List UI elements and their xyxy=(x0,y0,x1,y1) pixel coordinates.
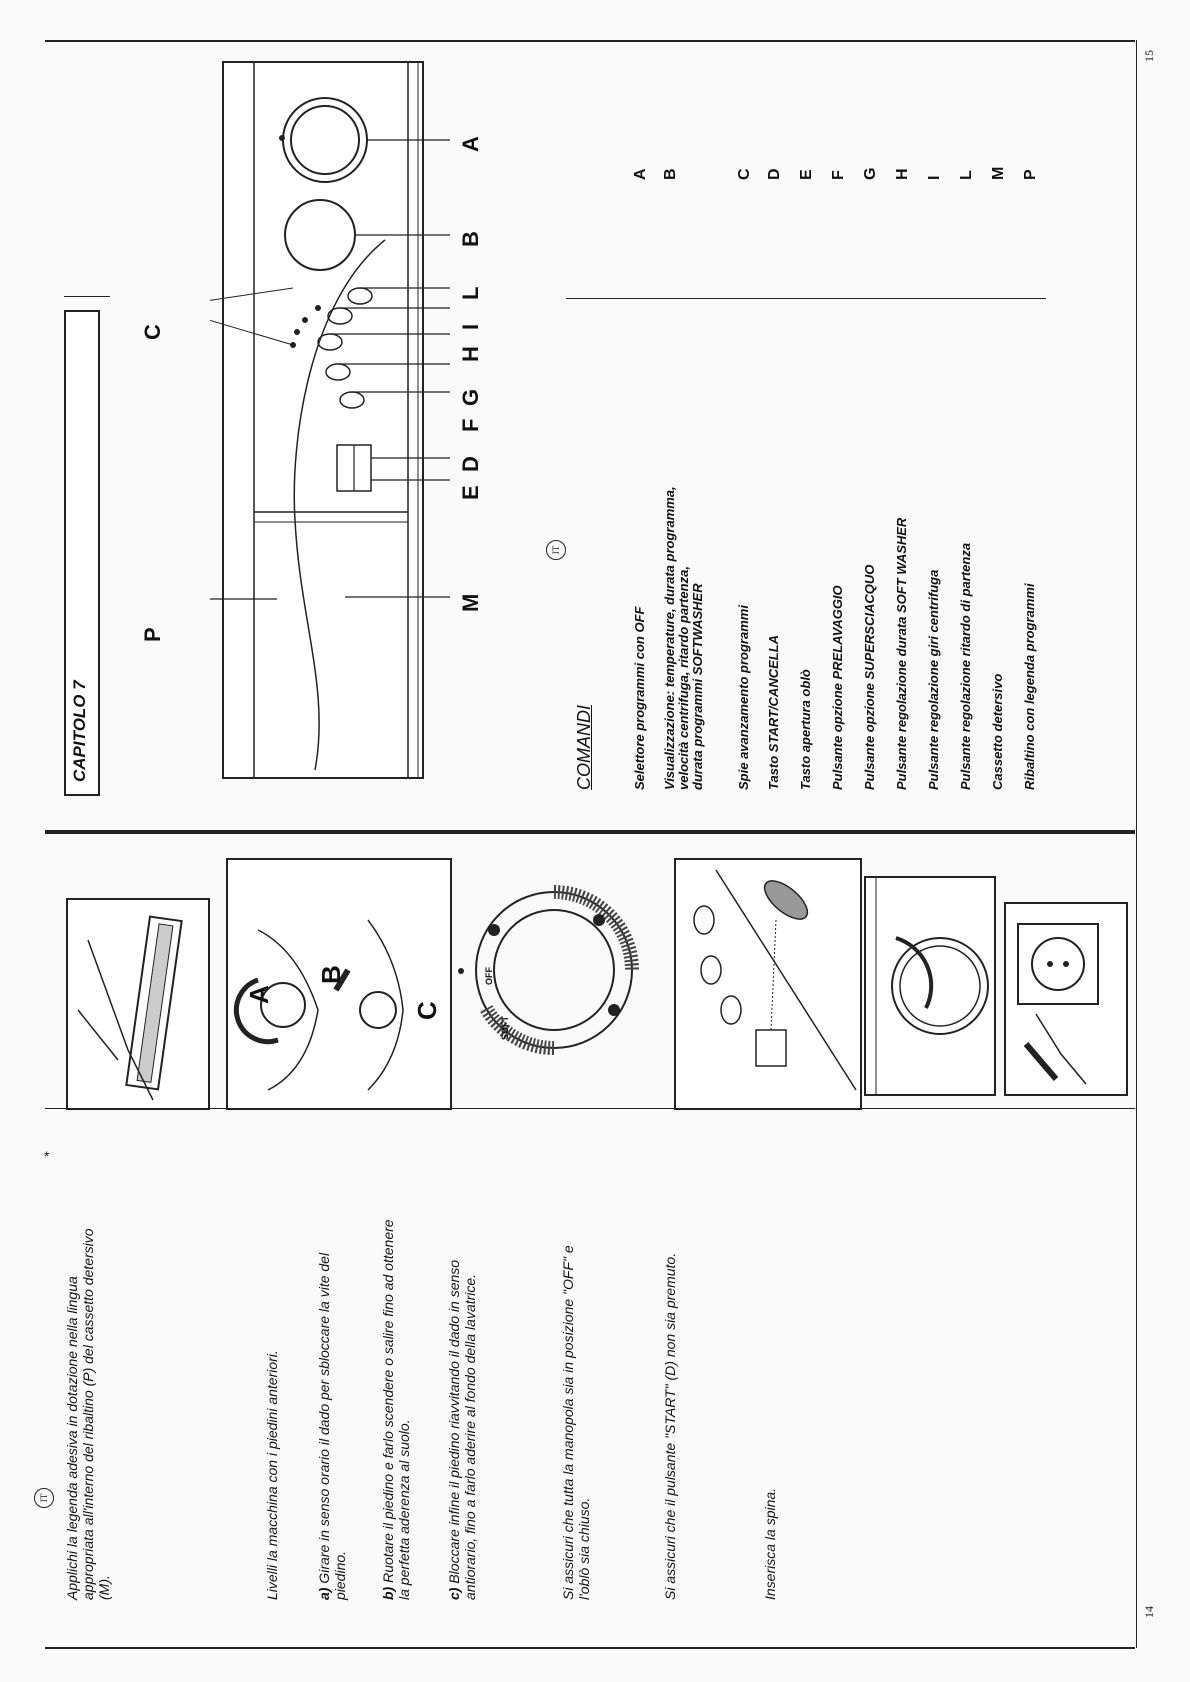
diagram-label-b: B xyxy=(458,231,483,247)
right-edge-line xyxy=(1136,40,1137,1648)
bottom-border xyxy=(45,1647,1135,1649)
paragraph-step-b-l1: b) Ruotare il piedino e farlo scendere o… xyxy=(380,1219,396,1600)
control-text-h: Pulsante regolazione durata SOFT WASHER xyxy=(894,517,909,790)
control-letter-p: P xyxy=(1022,169,1039,180)
top-border xyxy=(45,40,1135,42)
control-text-d: Tasto START/CANCELLA xyxy=(766,634,781,790)
control-text-l: Pulsante regolazione ritardo di partenza xyxy=(958,542,973,790)
control-text-f: Pulsante opzione PRELAVAGGIO xyxy=(830,585,845,790)
foot-leveling-illustration xyxy=(226,858,452,1110)
start-button-illustration xyxy=(674,858,862,1110)
left-page-rule xyxy=(45,1108,1135,1109)
control-letter-e: E xyxy=(798,169,815,180)
control-text-m: Cassetto detersivo xyxy=(990,673,1005,790)
lang-badge-left: IT xyxy=(34,1488,54,1508)
control-text-i: Pulsante regolazione giri centrifuga xyxy=(926,569,941,790)
dial-label-soft: SOFT xyxy=(500,1016,510,1040)
lang-badge-right: IT xyxy=(546,540,566,560)
figure-label-b: B xyxy=(316,965,346,984)
control-text-p: Ribaltino con legenda programmi xyxy=(1022,583,1037,790)
figure-label-a: A xyxy=(244,985,274,1004)
chapter-box xyxy=(64,310,100,796)
page-number-left: 14 xyxy=(1142,1606,1156,1618)
diagram-label-m: M xyxy=(458,593,483,612)
diagram-label-c: C xyxy=(140,324,165,340)
diagram-label-a: A xyxy=(458,136,483,152)
paragraph-start: Si assicuri che il pulsante "START" (D) … xyxy=(662,1252,678,1600)
control-letter-a: A xyxy=(632,168,649,180)
step-a-label: a) xyxy=(316,1587,332,1600)
door-closing-illustration xyxy=(864,876,996,1096)
control-letter-d: D xyxy=(766,168,783,180)
paragraph-legend-l1: Applichi la legenda adesiva in dotazione… xyxy=(64,1276,80,1600)
control-letter-l: L xyxy=(958,170,975,180)
dial-label-off: OFF xyxy=(484,967,494,985)
control-letter-g: G xyxy=(862,167,879,180)
bullet-mark: * xyxy=(44,1148,50,1164)
paragraph-off-l2: l'oblò sia chiuso. xyxy=(576,1497,592,1600)
step-c-label: c) xyxy=(446,1587,462,1600)
paragraph-legend-l2: appropriata all'interno del ribaltino (P… xyxy=(80,1228,96,1600)
control-text-b2: velocità centrifuga, ritardo partenza, xyxy=(676,566,691,790)
control-letter-c: C xyxy=(736,168,753,180)
legend-sticker-illustration xyxy=(66,898,210,1110)
diagram-label-h: H xyxy=(458,346,483,362)
diagram-label-d: D xyxy=(458,456,483,472)
section-rule xyxy=(566,298,1046,299)
paragraph-step-a-l1: a) Girare in senso orario il dado per sb… xyxy=(316,1252,332,1600)
control-letter-b: B xyxy=(662,168,679,180)
paragraph-step-c-l1: c) Bloccare infine il piedino riavvitand… xyxy=(446,1259,462,1600)
control-letter-f: F xyxy=(830,170,847,180)
section-title: COMANDI xyxy=(574,705,594,790)
control-text-g: Pulsante opzione SUPERSCIACQUO xyxy=(862,564,877,790)
control-text-b3: durata programmi SOFTWASHER xyxy=(690,583,705,790)
control-letter-h: H xyxy=(894,168,911,180)
page-number-right: 15 xyxy=(1142,50,1156,62)
dial-dot-icon xyxy=(458,968,464,974)
step-b-label: b) xyxy=(380,1586,396,1600)
figure-label-c: C xyxy=(412,1001,442,1020)
paragraph-plug: Inserisca la spina. xyxy=(762,1487,778,1600)
control-panel-diagram xyxy=(210,61,450,779)
paragraph-level: Livelli la macchina con i piedini anteri… xyxy=(264,1350,280,1600)
program-dial-illustration xyxy=(475,885,639,1055)
control-text-c: Spie avanzamento programmi xyxy=(736,605,751,790)
chapter-title: CAPITOLO 7 xyxy=(70,680,89,782)
control-letter-m: M xyxy=(990,166,1007,180)
diagram-label-g: G xyxy=(458,388,483,406)
page-divider xyxy=(45,830,1135,834)
paragraph-step-a-l2: piedino. xyxy=(332,1550,348,1600)
diagram-label-f: F xyxy=(458,418,483,432)
paragraph-step-b-l2: la perfetta aderenza al suolo. xyxy=(396,1419,412,1600)
diagram-label-i: I xyxy=(458,323,483,330)
diagram-label-l: L xyxy=(458,286,483,300)
plug-insert-illustration xyxy=(1004,902,1128,1096)
control-text-a: Selettore programmi con OFF xyxy=(632,606,647,790)
paragraph-legend-l3: (M). xyxy=(96,1575,112,1600)
chapter-tab-line xyxy=(64,296,110,297)
control-text-e: Tasto apertura oblò xyxy=(798,669,813,790)
control-text-b1: Visualizzazione: temperature, durata pro… xyxy=(662,486,677,790)
paragraph-step-c-l2: antiorario, fino a farlo aderire al fond… xyxy=(462,1273,478,1600)
paragraph-off-l1: Si assicuri che tutta la manopola sia in… xyxy=(560,1245,576,1600)
diagram-label-e: E xyxy=(458,485,483,500)
diagram-label-p: P xyxy=(140,627,165,642)
control-letter-i: I xyxy=(926,175,943,180)
